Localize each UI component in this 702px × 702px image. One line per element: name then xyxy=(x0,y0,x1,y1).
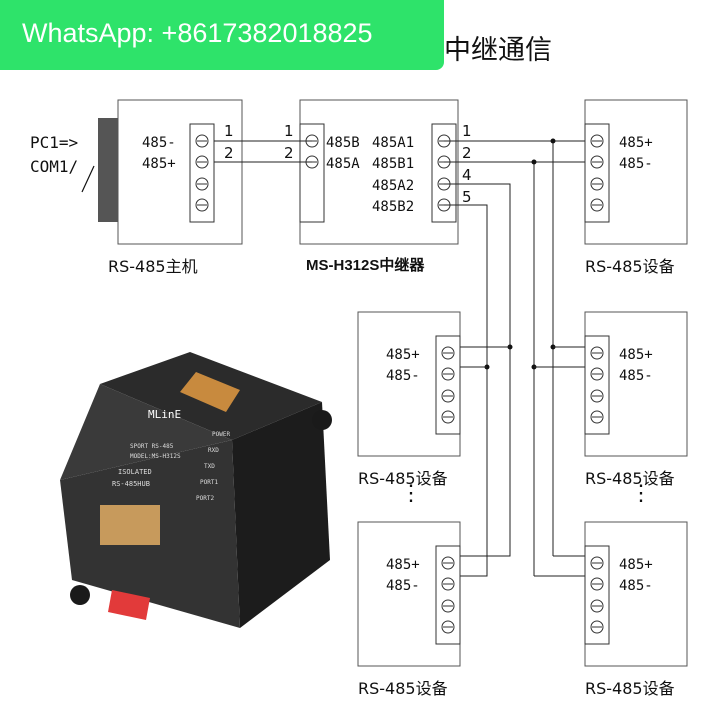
device-caption: RS-485设备 xyxy=(358,679,448,698)
repeater-left-label: 485A xyxy=(326,156,360,172)
wire-number: 1 xyxy=(284,122,294,140)
device-caption: RS-485设备 xyxy=(585,469,675,488)
product-line: SPORT RS-485 xyxy=(130,443,174,450)
product-led: RXD xyxy=(208,447,219,454)
device-terminal-label: 485+ xyxy=(619,347,653,363)
device-terminal-label: 485- xyxy=(619,156,653,172)
product-led: POWER xyxy=(212,431,230,438)
ellipsis-mark: ⋮ xyxy=(630,481,652,506)
device-box: 485+ 485- xyxy=(357,521,461,667)
device-terminal-label: 485- xyxy=(386,578,420,594)
wire-number: 2 xyxy=(462,144,472,162)
repeater-right-label: 485A1 xyxy=(372,135,414,151)
wire-number: 2 xyxy=(284,144,294,162)
repeater-right-label: 485B2 xyxy=(372,199,414,215)
diagram-title-tail: 中继通信 xyxy=(444,35,552,66)
device-caption: RS-485设备 xyxy=(358,469,448,488)
pc-label-line1: PC1=> xyxy=(30,133,78,152)
device-caption: RS-485设备 xyxy=(585,679,675,698)
product-led: PORT1 xyxy=(200,479,218,486)
device-box: 485+ 485- xyxy=(584,99,688,245)
wire-number: 5 xyxy=(462,188,472,206)
device-box: 485+ 485- xyxy=(584,521,688,667)
master-terminal-label: 485- xyxy=(142,135,176,151)
wire-number: 2 xyxy=(224,144,234,162)
device-terminal-label: 485+ xyxy=(619,557,653,573)
product-line: MODEL:MS-H312S xyxy=(130,453,181,460)
wire-number: 4 xyxy=(462,166,472,184)
master-terminal-label: 485+ xyxy=(142,156,176,172)
device-terminal-label: 485- xyxy=(386,368,420,384)
wire-number: 1 xyxy=(462,122,472,140)
product-led: PORT2 xyxy=(196,495,214,502)
repeater-right-label: 485B1 xyxy=(372,156,414,172)
repeater-caption: MS-H312S中继器 xyxy=(306,256,425,274)
product-line: ISOLATED xyxy=(118,468,152,476)
device-terminal-label: 485+ xyxy=(386,347,420,363)
whatsapp-banner: WhatsApp: +8617382018825 xyxy=(0,0,444,70)
product-led: TXD xyxy=(204,463,215,470)
product-brand: MLinE xyxy=(148,408,181,421)
product-line: RS-485HUB xyxy=(112,480,150,488)
pc-connector-block xyxy=(98,118,120,222)
device-box: 485+ 485- xyxy=(357,311,461,457)
wire-number: 1 xyxy=(224,122,234,140)
repeater-right-label: 485A2 xyxy=(372,178,414,194)
device-terminal-label: 485- xyxy=(619,578,653,594)
repeater-left-label: 485B xyxy=(326,135,360,151)
device-terminal-label: 485- xyxy=(619,368,653,384)
pc-label-line2: COM1/ xyxy=(30,157,78,176)
device-terminal-label: 485+ xyxy=(619,135,653,151)
whatsapp-contact-text: WhatsApp: +8617382018825 xyxy=(22,18,373,48)
device-box: 485+ 485- xyxy=(584,311,688,457)
device-terminal-label: 485+ xyxy=(386,557,420,573)
device-caption: RS-485设备 xyxy=(585,257,675,276)
master-box xyxy=(117,99,243,245)
master-caption: RS-485主机 xyxy=(108,257,198,276)
ellipsis-mark: ⋮ xyxy=(400,481,422,506)
product-photo: MLinE SPORT RS-485 MODEL:MS-H312S ISOLAT… xyxy=(60,352,332,628)
